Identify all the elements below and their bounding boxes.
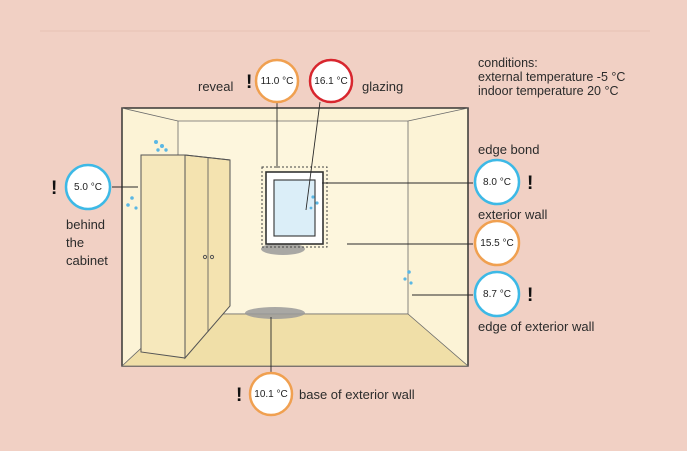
edge-bond-temperature: 8.0 °C	[483, 177, 511, 188]
conditions-external: external temperature -5 °C	[478, 70, 625, 84]
cabinet-knob-right	[209, 254, 215, 260]
leader-lines	[112, 101, 473, 373]
behind-cabinet-temperature-bubble: 5.0 °C	[64, 163, 112, 211]
edge-bond-temperature-bubble: 8.0 °C	[473, 158, 521, 206]
edge-exterior-wall-temperature-bubble: 8.7 °C	[473, 270, 521, 318]
exterior-wall-label: exterior wall	[478, 207, 547, 222]
behind-cabinet-warning-icon: !	[51, 178, 57, 199]
conditions-title: conditions:	[478, 56, 538, 70]
reveal-temperature: 11.0 °C	[261, 76, 294, 87]
reveal-temperature-bubble: 11.0 °C	[254, 58, 300, 104]
base-exterior-wall-label: base of exterior wall	[299, 387, 415, 402]
edge-exterior-wall-label: edge of exterior wall	[478, 319, 594, 334]
window-reveal	[261, 166, 328, 248]
conditions-indoor: indoor temperature 20 °C	[478, 84, 619, 98]
condensation-droplets	[126, 140, 413, 285]
cabinet-knob-left	[202, 254, 208, 260]
cabinet-top-edge	[184, 154, 231, 161]
edge-exterior-wall-warning-icon: !	[527, 285, 533, 306]
exterior-wall-temperature: 15.5 °C	[480, 238, 513, 249]
window-glass	[273, 179, 316, 237]
base-exterior-wall-temperature: 10.1 °C	[254, 389, 287, 400]
glazing-label: glazing	[362, 79, 403, 94]
edge-bond-label: edge bond	[478, 142, 539, 157]
reveal-label: reveal	[198, 79, 234, 94]
mould-stain-window	[261, 243, 305, 255]
glazing-temperature: 16.1 °C	[314, 76, 347, 87]
leader-glazing	[305, 101, 321, 211]
reveal-warning-icon: !	[246, 72, 252, 93]
exterior-wall-temperature-bubble: 15.5 °C	[473, 219, 521, 267]
glazing-temperature-bubble: 16.1 °C	[308, 58, 354, 104]
base-exterior-wall-warning-icon: !	[236, 385, 242, 406]
ceiling-edge-right	[407, 107, 469, 122]
cabinet-side	[140, 154, 186, 359]
behind-cabinet-label-line1: behind	[66, 217, 105, 232]
edge-bond-warning-icon: !	[527, 173, 533, 194]
mould-stain-floor	[245, 307, 305, 319]
base-exterior-wall-temperature-bubble: 10.1 °C	[248, 371, 294, 417]
behind-cabinet-label-line3: cabinet	[66, 253, 108, 268]
edge-exterior-wall-temperature: 8.7 °C	[483, 289, 511, 300]
behind-cabinet-temperature: 5.0 °C	[74, 182, 102, 193]
behind-cabinet-label-line2: the	[66, 235, 84, 250]
ceiling-edge-left	[121, 107, 179, 122]
